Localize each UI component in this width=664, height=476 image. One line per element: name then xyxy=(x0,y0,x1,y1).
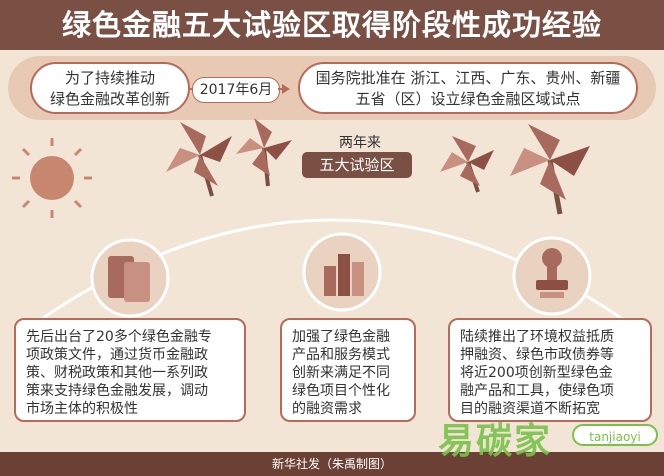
policy-card: 先后出台了20多个绿色金融专 项政策文件，通过货币金融政 策、财税政策和其他一系… xyxy=(14,318,246,422)
date-label: 2017年6月 xyxy=(192,77,280,103)
card-line: 陆续推出了环境权益抵质 xyxy=(460,329,614,345)
pinwheel-icon xyxy=(166,122,232,197)
watermark-url: tanjiaoyi xyxy=(572,424,658,446)
sun-icon xyxy=(12,138,92,218)
stamp-icon xyxy=(512,236,592,316)
card-line: 先后出台了20多个绿色金融专 xyxy=(26,329,212,345)
pinwheel-icon xyxy=(510,124,590,215)
pinwheel-icon xyxy=(440,136,494,193)
card-line: 创新来满足不同 xyxy=(292,365,390,381)
card-line: 将近200项创新型绿色金 xyxy=(460,365,613,381)
card-line: 市场主体的积极性 xyxy=(26,401,138,417)
page-title: 绿色金融五大试验区取得阶段性成功经验 xyxy=(0,0,664,50)
products-card: 加强了绿色金融 产品和服务模式 创新来满足不同 绿色项目个性化 的融资需求 xyxy=(280,318,416,422)
pinwheel-icon xyxy=(236,118,292,187)
instruments-card: 陆续推出了环境权益抵质 押融资、绿色市政债券等 将近200项创新型绿色金 融产品… xyxy=(448,318,652,422)
documents-icon xyxy=(90,238,170,318)
card-line: 融产品和工具，使绿色项 xyxy=(460,383,614,399)
card-line: 项政策文件，通过货币金融政 xyxy=(26,347,208,363)
approval-pill: 国务院批准在 浙江、江西、广东、贵州、新疆 五省（区）设立绿色金融区域试点 xyxy=(298,62,638,114)
credit-footer: 新华社发（朱禹制图） xyxy=(0,452,664,476)
purpose-pill: 为了持续推动 绿色金融改革创新 xyxy=(30,62,190,114)
zones-badge: 五大试验区 xyxy=(302,152,412,178)
purpose-line-2: 绿色金融改革创新 xyxy=(49,90,170,108)
card-line: 策、财税政策和其他一系列政 xyxy=(26,365,208,381)
purpose-line-1: 为了持续推动 xyxy=(64,69,155,87)
watermark-logo: 易碳家 xyxy=(438,421,553,462)
card-line: 绿色项目个性化 xyxy=(292,383,390,399)
card-line: 加强了绿色金融 xyxy=(292,329,390,345)
card-line: 押融资、绿色市政债券等 xyxy=(460,347,614,363)
card-line: 的融资需求 xyxy=(292,401,362,417)
approval-line-1: 国务院批准在 浙江、江西、广东、贵州、新疆 xyxy=(315,69,621,87)
approval-line-2: 五省（区）设立绿色金融区域试点 xyxy=(355,90,581,108)
period-label: 两年来 xyxy=(339,135,381,151)
card-line: 策来支持绿色金融发展，调动 xyxy=(26,383,208,399)
card-line: 产品和服务模式 xyxy=(292,347,390,363)
coins-icon xyxy=(302,232,382,312)
card-line: 目的融资渠道不断拓宽 xyxy=(460,401,600,417)
arrow-right-icon xyxy=(282,84,290,94)
